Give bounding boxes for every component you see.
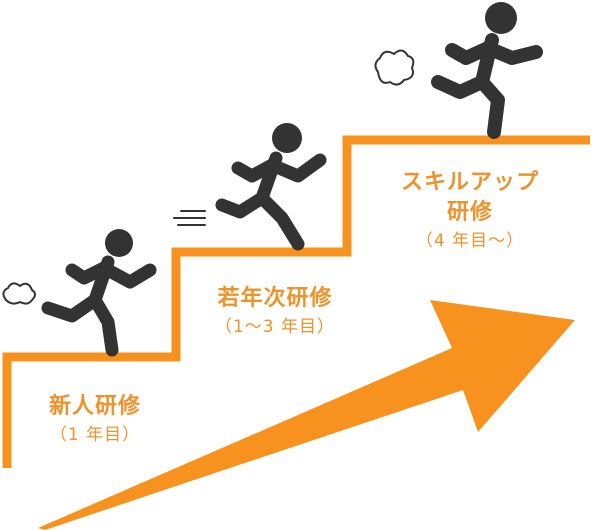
staircase-icon [2, 135, 590, 468]
running-person-icon [41, 229, 157, 357]
stage-subtitle-3: （4 年目～） [415, 231, 525, 251]
stage-label-2: 若年次研修 （1～3 年目） [190, 284, 360, 340]
speed-lines-icon [173, 210, 206, 226]
stage-title-2: 若年次研修 [217, 286, 333, 311]
stage-label-1: 新人研修 （1 年目） [30, 392, 160, 448]
stage-subtitle-2: （1～3 年目） [214, 317, 336, 337]
stage-title-3-line2: 研修 [446, 200, 493, 225]
stage-subtitle-1: （1 年目） [49, 425, 141, 445]
stage-label-3: スキルアップ 研修 （4 年目～） [370, 168, 570, 254]
running-person-icon [215, 123, 327, 251]
dust-cloud-icon [2, 282, 36, 305]
stage-title-3-line1: スキルアップ [400, 170, 539, 195]
growth-arrow-icon [38, 300, 575, 530]
dust-cloud-icon [374, 49, 415, 86]
running-person-icon [431, 2, 543, 139]
stage-title-1: 新人研修 [48, 394, 141, 419]
